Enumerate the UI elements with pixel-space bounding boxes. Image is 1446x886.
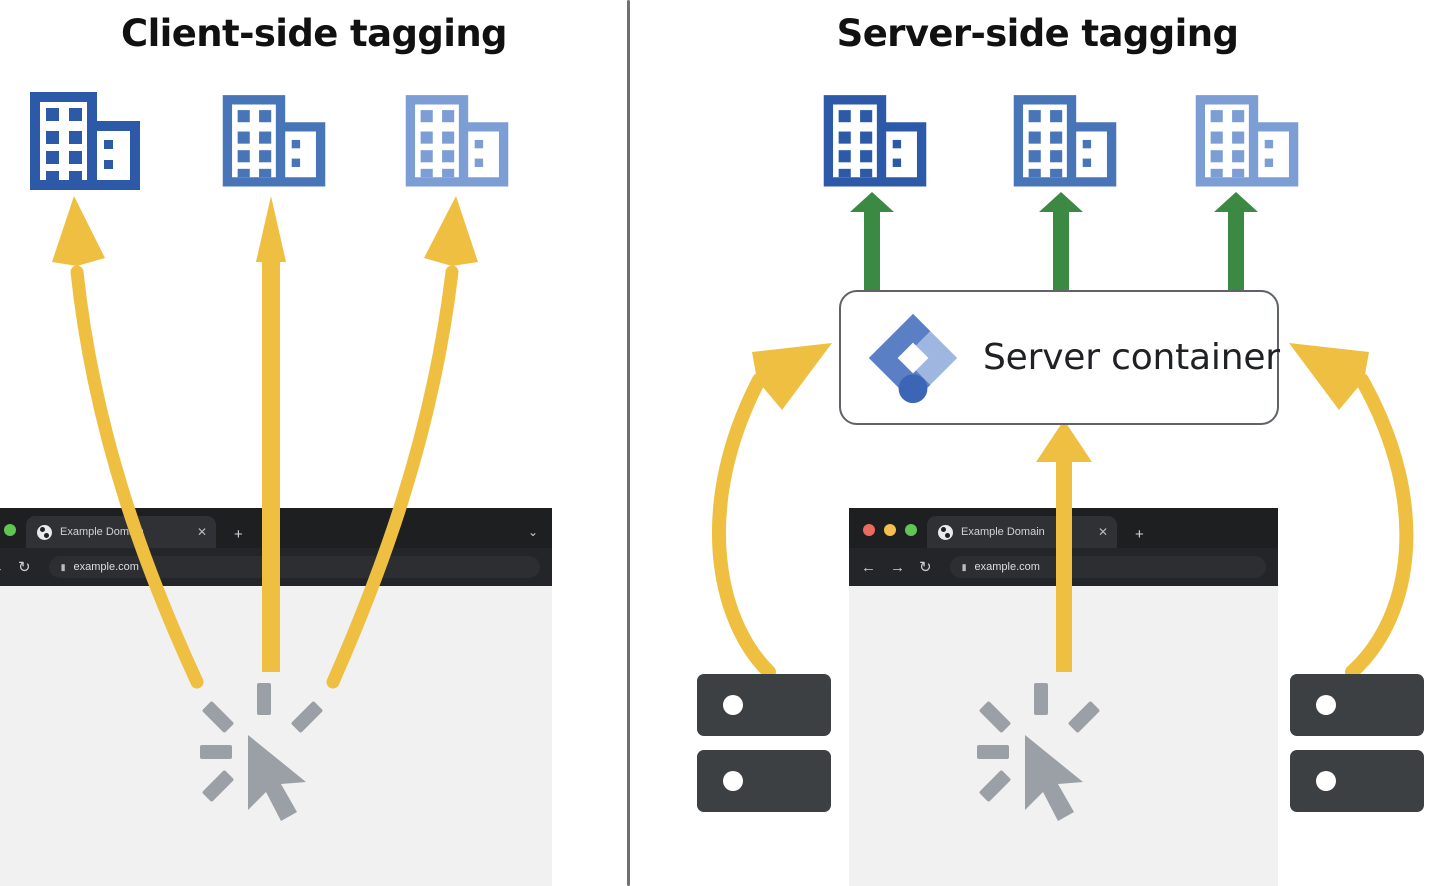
chevron-down-icon[interactable]: ⌄ xyxy=(527,525,538,539)
favicon-icon xyxy=(37,524,52,540)
reload-icon[interactable]: ↻ xyxy=(18,558,31,576)
vendor-building-2 xyxy=(219,88,329,190)
browser-chrome: Example Domain ✕ + ← → ↻ ▮ example.com xyxy=(849,508,1278,586)
click-cursor xyxy=(178,665,348,840)
browser-tab[interactable]: Example Domain ✕ xyxy=(927,516,1117,548)
vendor-building-2 xyxy=(1010,88,1120,190)
google-tag-manager-logo xyxy=(868,313,958,403)
vendor-building-1 xyxy=(820,88,930,190)
new-tab-icon[interactable]: + xyxy=(1135,526,1144,543)
panel-title-client-side: Client-side tagging xyxy=(121,12,508,55)
vendor-building-1 xyxy=(26,88,144,190)
server-led-icon xyxy=(723,771,743,791)
browser-chrome: Example Domain ✕ + ⌄ ← → ↻ ▮ example.com xyxy=(0,508,552,586)
browser-tab-bar: Example Domain ✕ + ⌄ xyxy=(0,508,552,548)
maximize-window-icon[interactable] xyxy=(4,524,16,536)
data-server xyxy=(1290,750,1424,812)
vendor-building-3 xyxy=(402,88,512,190)
server-led-icon xyxy=(1316,771,1336,791)
window-traffic-lights xyxy=(857,524,927,548)
maximize-window-icon[interactable] xyxy=(905,524,917,536)
lock-icon: ▮ xyxy=(60,561,66,572)
panel-server-side: Server-side tagging xyxy=(629,0,1446,886)
tab-title: Example Domain xyxy=(60,526,144,538)
url-bar[interactable]: ▮ example.com xyxy=(949,556,1266,578)
server-led-icon xyxy=(723,695,743,715)
tab-title: Example Domain xyxy=(961,526,1045,538)
close-icon[interactable]: ✕ xyxy=(1097,525,1108,539)
close-window-icon[interactable] xyxy=(863,524,875,536)
new-tab-icon[interactable]: + xyxy=(234,526,243,543)
browser-toolbar: ← → ↻ ▮ example.com xyxy=(0,548,552,586)
browser-tab-bar: Example Domain ✕ + xyxy=(849,508,1278,548)
favicon-icon xyxy=(938,524,953,540)
data-server-stack-right xyxy=(1290,674,1424,826)
lock-icon: ▮ xyxy=(961,561,967,572)
panel-divider xyxy=(627,0,630,886)
url-bar[interactable]: ▮ example.com xyxy=(48,556,540,578)
data-server xyxy=(697,750,831,812)
reload-icon[interactable]: ↻ xyxy=(919,558,932,576)
server-container-label: Server container xyxy=(983,337,1280,378)
data-server-stack-left xyxy=(697,674,831,826)
server-container-card[interactable]: Server container xyxy=(839,290,1280,425)
back-icon[interactable]: ← xyxy=(861,558,876,576)
panel-title-server-side: Server-side tagging xyxy=(836,12,1239,55)
url-text: example.com xyxy=(73,561,139,573)
minimize-window-icon[interactable] xyxy=(884,524,896,536)
panel-client-side: Client-side tagging xyxy=(0,0,628,886)
click-cursor xyxy=(955,665,1125,840)
data-server xyxy=(697,674,831,736)
server-led-icon xyxy=(1316,695,1336,715)
forward-icon[interactable]: → xyxy=(0,560,4,575)
browser-tab[interactable]: Example Domain ✕ xyxy=(26,516,216,548)
vendor-building-3 xyxy=(1192,88,1302,190)
browser-toolbar: ← → ↻ ▮ example.com xyxy=(849,548,1278,586)
close-icon[interactable]: ✕ xyxy=(196,525,207,539)
window-traffic-lights xyxy=(0,524,26,548)
url-text: example.com xyxy=(974,561,1040,573)
forward-icon[interactable]: → xyxy=(890,558,905,576)
data-server xyxy=(1290,674,1424,736)
